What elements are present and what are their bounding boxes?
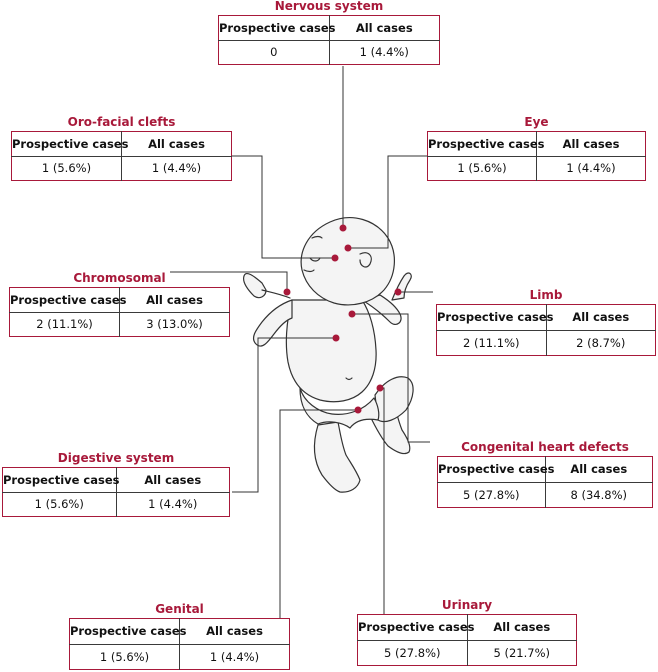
digestive-system-marker (332, 334, 340, 342)
nervous-system-title: Nervous system (274, 0, 384, 13)
chromosomal-title: Chromosomal (73, 271, 166, 285)
col-header-prospective: Prospective cases (9, 287, 127, 313)
eye-marker (344, 244, 352, 252)
nervous-system-marker (339, 224, 347, 232)
all-value: 1 (4.4%) (536, 155, 646, 181)
all-value: 1 (4.4%) (179, 643, 290, 670)
col-header-all: All cases (466, 614, 577, 641)
oro-facial-clefts-marker (331, 254, 339, 262)
col-header-prospective: Prospective cases (427, 131, 545, 157)
all-value: 1 (4.4%) (115, 491, 230, 517)
col-header-prospective: Prospective cases (436, 304, 554, 331)
col-header-all: All cases (536, 131, 646, 157)
col-header-prospective: Prospective cases (437, 456, 555, 483)
all-value: 3 (13.0%) (119, 311, 230, 337)
col-header-prospective: Prospective cases (218, 15, 336, 41)
col-header-all: All cases (119, 287, 230, 313)
urinary-title: Urinary (441, 598, 493, 612)
all-value: 1 (4.4%) (121, 155, 232, 181)
col-header-all: All cases (544, 456, 653, 483)
all-value: 2 (8.7%) (545, 329, 656, 356)
prospective-value: 2 (11.1%) (9, 311, 120, 337)
leader-lines (170, 66, 433, 618)
col-header-prospective: Prospective cases (357, 614, 475, 641)
baby-outline (243, 217, 414, 493)
prospective-value: 5 (27.8%) (437, 481, 546, 508)
all-value: 8 (34.8%) (544, 481, 653, 508)
congenital-heart-defects-title: Congenital heart defects (461, 440, 629, 454)
col-header-all: All cases (545, 304, 656, 331)
limb-title: Limb (529, 288, 563, 302)
oro-facial-clefts-title: Oro-facial clefts (67, 115, 176, 129)
heart-marker (348, 310, 356, 318)
col-header-prospective: Prospective cases (11, 131, 129, 157)
prospective-value: 1 (5.6%) (427, 155, 537, 181)
location-markers (283, 224, 402, 414)
prospective-value: 1 (5.6%) (11, 155, 122, 181)
col-header-all: All cases (179, 618, 290, 645)
all-value: 5 (21.7%) (466, 639, 577, 666)
congenital-heart-defects-panel: Congenital heart defects Prospective cas… (437, 440, 653, 508)
col-header-all: All cases (115, 467, 230, 493)
prospective-value: 0 (218, 39, 330, 65)
chromosomal-marker (283, 288, 291, 296)
genital-title: Genital (155, 602, 204, 616)
digestive-system-title: Digestive system (57, 451, 175, 465)
prospective-value: 2 (11.1%) (436, 329, 547, 356)
col-header-prospective: Prospective cases (69, 618, 187, 645)
col-header-all: All cases (328, 15, 440, 41)
prospective-value: 5 (27.8%) (357, 639, 468, 666)
prospective-value: 1 (5.6%) (2, 491, 117, 517)
eye-title: Eye (524, 115, 549, 129)
col-header-all: All cases (121, 131, 232, 157)
prospective-value: 1 (5.6%) (69, 643, 180, 670)
limb-marker (394, 288, 402, 296)
all-value: 1 (4.4%) (328, 39, 440, 65)
genital-marker (354, 406, 362, 414)
col-header-prospective: Prospective cases (2, 467, 120, 493)
urinary-marker (376, 384, 384, 392)
